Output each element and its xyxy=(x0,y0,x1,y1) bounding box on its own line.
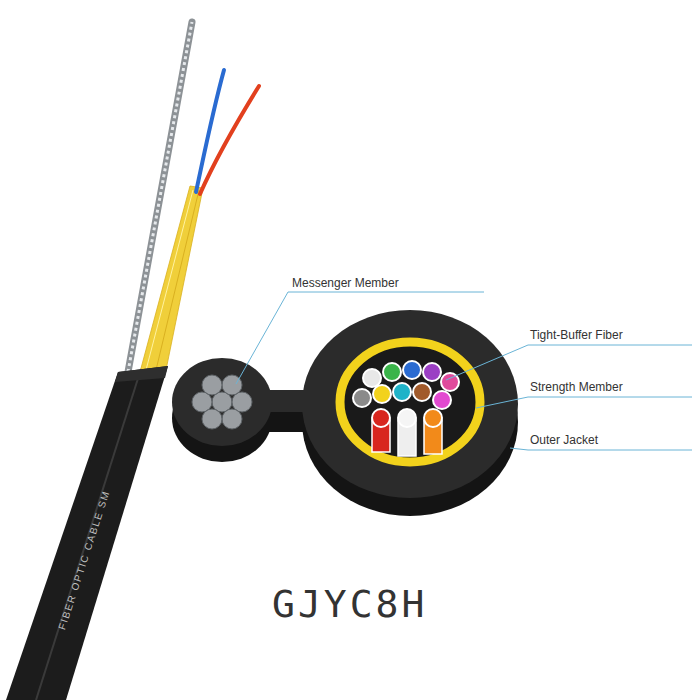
callout-label: Outer Jacket xyxy=(530,433,598,447)
callout-label: Strength Member xyxy=(530,380,623,394)
callout-label: Tight-Buffer Fiber xyxy=(530,328,623,342)
caption-text: GJYC8H xyxy=(272,582,427,626)
callout-label: Messenger Member xyxy=(292,276,399,290)
